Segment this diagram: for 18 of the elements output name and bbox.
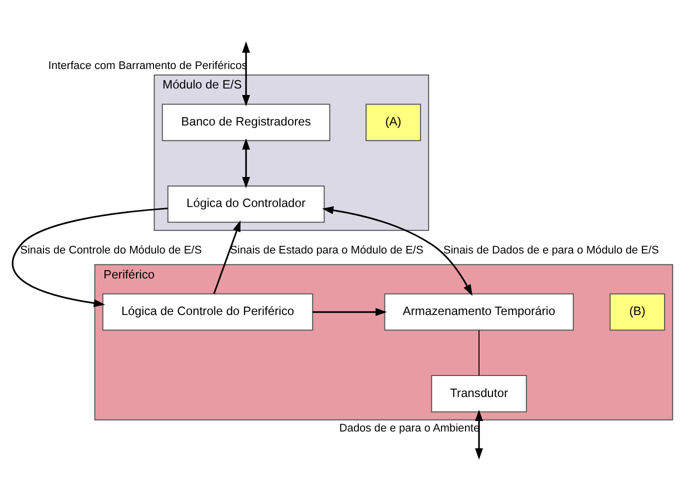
node-box: (A) [366,103,422,141]
node-box: Armazenamento Temporário [384,292,574,330]
edge-label: Sinais de Dados de e para o Módulo de E/S [443,244,659,256]
node-box: Lógica do Controlador [167,184,325,222]
arrow [242,138,250,188]
node-box: Banco de Registradores [162,103,330,141]
node-box: Transdutor [431,374,527,412]
edge-label: Sinais de Estado para o Módulo de E/S [230,244,424,256]
connector [478,330,480,375]
arrow [312,308,387,316]
node-box: Lógica de Controle do Periférico [102,292,314,330]
arrow [322,206,472,296]
node-box: (B) [610,292,666,330]
edge-label: Sinais de Controle do Módulo de E/S [20,244,202,256]
arrow [12,207,168,307]
arrow [242,40,250,106]
arrow [475,409,483,460]
arrow [213,220,241,294]
